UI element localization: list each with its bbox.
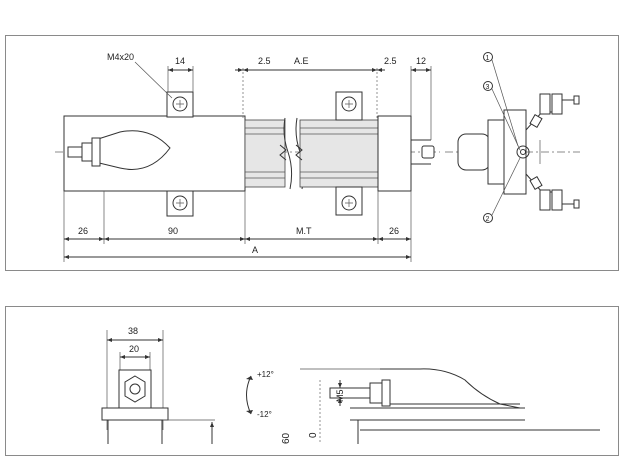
angle-minus: -12° bbox=[257, 410, 272, 419]
bolt-top-a bbox=[539, 93, 551, 115]
rod-nut bbox=[81, 142, 93, 162]
screw-leader bbox=[134, 61, 173, 99]
screw-icon bbox=[172, 96, 188, 112]
dim-m5: M5 bbox=[335, 389, 345, 402]
rail-profile-left bbox=[244, 119, 286, 188]
dim-26-right: 26 bbox=[389, 226, 399, 236]
callout-3 bbox=[483, 81, 493, 91]
dim-14: 14 bbox=[175, 56, 185, 66]
end-cap bbox=[377, 115, 412, 192]
screw-icon bbox=[172, 195, 188, 211]
dim-60: 60 bbox=[281, 432, 292, 444]
profile-body bbox=[107, 419, 163, 444]
cover-curve bbox=[380, 368, 521, 409]
bolt-bottom-a bbox=[539, 189, 551, 211]
dim-2-5-right: 2.5 bbox=[384, 56, 397, 66]
dim-90: 90 bbox=[168, 226, 178, 236]
side-view-panel bbox=[5, 306, 619, 456]
angle-plus: +12° bbox=[257, 370, 274, 379]
top-view: M4x20 14 2.5 A.E 2.5 12 26 90 M.T 26 A bbox=[55, 52, 440, 262]
rail-profile-right bbox=[299, 119, 379, 188]
dim-a: A bbox=[252, 245, 258, 255]
dim-26-left: 26 bbox=[78, 226, 88, 236]
svg-text:3: 3 bbox=[486, 84, 490, 91]
screw-icon bbox=[341, 195, 357, 211]
side-view: 38 20 +12° -12° M5 60 bbox=[101, 326, 600, 444]
connector-icon bbox=[421, 145, 435, 159]
callout-1 bbox=[483, 52, 493, 62]
dim-ae: A.E bbox=[294, 56, 309, 66]
dim-0: 0 bbox=[308, 432, 319, 438]
bolt-top-b bbox=[551, 93, 563, 115]
screw-label: M4x20 bbox=[107, 52, 134, 62]
center-hub bbox=[516, 145, 530, 159]
dim-2-5-left: 2.5 bbox=[258, 56, 271, 66]
screw-icon bbox=[341, 96, 357, 112]
dim-20: 20 bbox=[129, 344, 139, 354]
rod-end bbox=[67, 146, 83, 158]
end-plate bbox=[487, 119, 505, 185]
end-cap-round bbox=[457, 133, 491, 171]
svg-text:2: 2 bbox=[486, 216, 490, 223]
break-line bbox=[283, 117, 293, 190]
end-view: 1 3 2 bbox=[445, 52, 580, 223]
carriage-bullet bbox=[94, 130, 171, 170]
technical-drawing: M4x20 14 2.5 A.E 2.5 12 26 90 M.T 26 A bbox=[55, 52, 600, 444]
zigzag bbox=[295, 144, 303, 161]
dim-12: 12 bbox=[416, 56, 426, 66]
svg-text:1: 1 bbox=[486, 55, 490, 62]
dim-mt: M.T bbox=[296, 226, 312, 236]
bolt-bottom-b bbox=[551, 189, 563, 211]
dim-38: 38 bbox=[128, 326, 138, 336]
hex-nut-icon bbox=[124, 375, 146, 403]
zigzag bbox=[279, 144, 287, 161]
rod-clamp bbox=[91, 137, 101, 167]
callout-2 bbox=[483, 213, 493, 223]
rod-clamp-side bbox=[381, 379, 391, 407]
